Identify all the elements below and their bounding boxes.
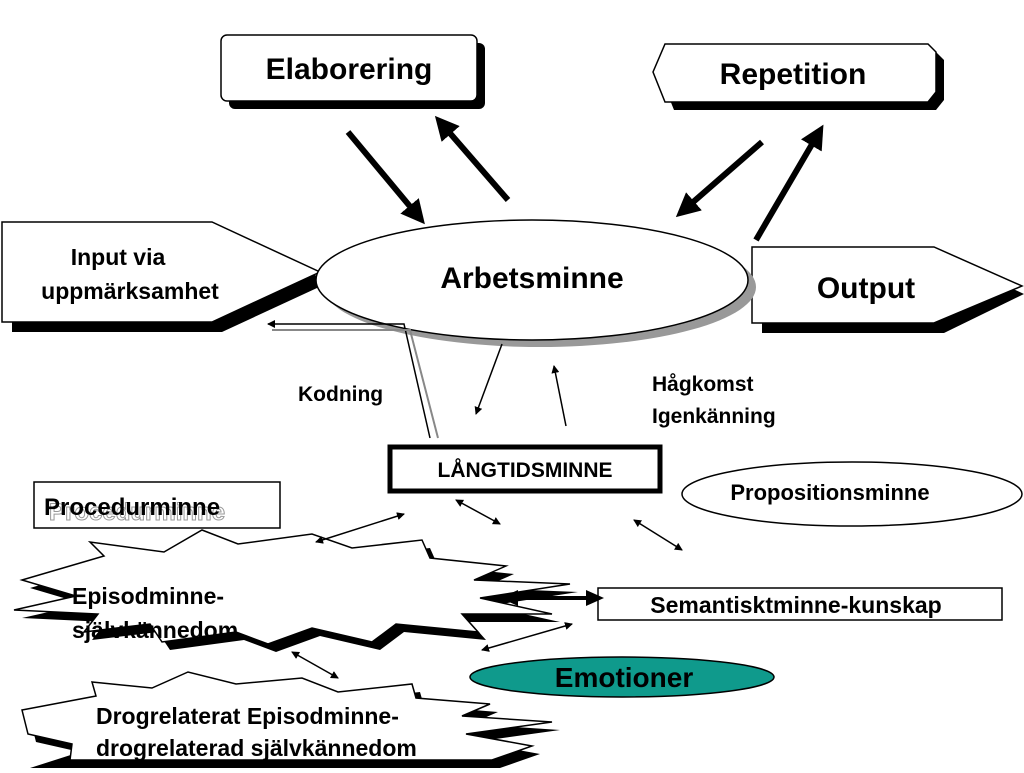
- drogrelaterat-label-line1: Drogrelaterat Episodminne-: [96, 703, 399, 729]
- emotioner-shape: [469, 656, 775, 698]
- arrow-elaborering-to-arbetsminne: [345, 130, 425, 225]
- arrow-episod-drogrelaterat: [291, 651, 339, 679]
- input-label-line2: uppmärksamhet: [41, 278, 219, 304]
- emotioner-label: Emotioner: [555, 662, 694, 693]
- elaborering-label: Elaborering: [266, 53, 433, 86]
- drogrelaterat-label-line2: drogrelaterad självkännedom: [96, 735, 417, 761]
- procedurminne-label-shadow: Procedurminne: [49, 499, 225, 526]
- langtidsminne-label: LÅNGTIDSMINNE: [438, 458, 613, 482]
- semantiskt-label: Semantisktminne-kunskap: [650, 592, 941, 618]
- input-label-line1: Input via: [71, 244, 166, 270]
- arrow-arbetsminne-to-elaborering: [434, 115, 511, 202]
- propositionsminne-label: Propositionsminne: [730, 480, 929, 505]
- repetition-label: Repetition: [720, 58, 867, 91]
- input-node: Input via uppmärksamhet: [1, 221, 330, 332]
- episodminne-label-line2: självkännedom: [72, 617, 238, 643]
- propositionsminne-node: Propositionsminne: [681, 461, 1023, 527]
- hagkomst-label-line1: Hågkomst: [652, 373, 754, 396]
- hagkomst-label-line2: Igenkänning: [652, 405, 776, 428]
- procedurminne-label: Procedurminne: [44, 494, 220, 521]
- procedurminne-node: Procedurminne Procedurminne: [33, 481, 281, 529]
- elaborering-node: Elaborering: [220, 34, 485, 109]
- drogrelaterat-node: Drogrelaterat Episodminne- drogrelaterad…: [21, 671, 560, 768]
- arrow-episod-semantiskt: [500, 590, 604, 606]
- arbetsminne-label: Arbetsminne: [440, 262, 623, 295]
- arbetsminne-node: Arbetsminne: [315, 219, 756, 347]
- semantiskt-node: Semantisktminne-kunskap: [597, 587, 1003, 621]
- arrow-langtid-center: [455, 499, 501, 525]
- arrow-langtid-episod: [315, 512, 405, 544]
- output-label: Output: [817, 272, 915, 305]
- arrow-hagkomst: [551, 365, 567, 427]
- arrow-output-to-repetition: [753, 124, 824, 242]
- arrow-episod-emotioner: [481, 622, 573, 652]
- connector-ellipse-to-input: [267, 320, 439, 439]
- repetition-node: Repetition: [652, 43, 944, 110]
- arrow-repetition-to-arbetsminne: [675, 139, 764, 218]
- kodning-label: Kodning: [298, 383, 383, 406]
- emotioner-node: Emotioner: [469, 656, 775, 698]
- episodminne-label-line1: Episodminne-: [72, 583, 224, 609]
- langtidsminne-node: LÅNGTIDSMINNE: [387, 444, 663, 494]
- output-node: Output: [751, 246, 1024, 333]
- arrow-langtid-proposition: [633, 519, 683, 551]
- arrow-kodning: [474, 343, 503, 415]
- episodminne-node: Episodminne- självkännedom: [13, 529, 578, 652]
